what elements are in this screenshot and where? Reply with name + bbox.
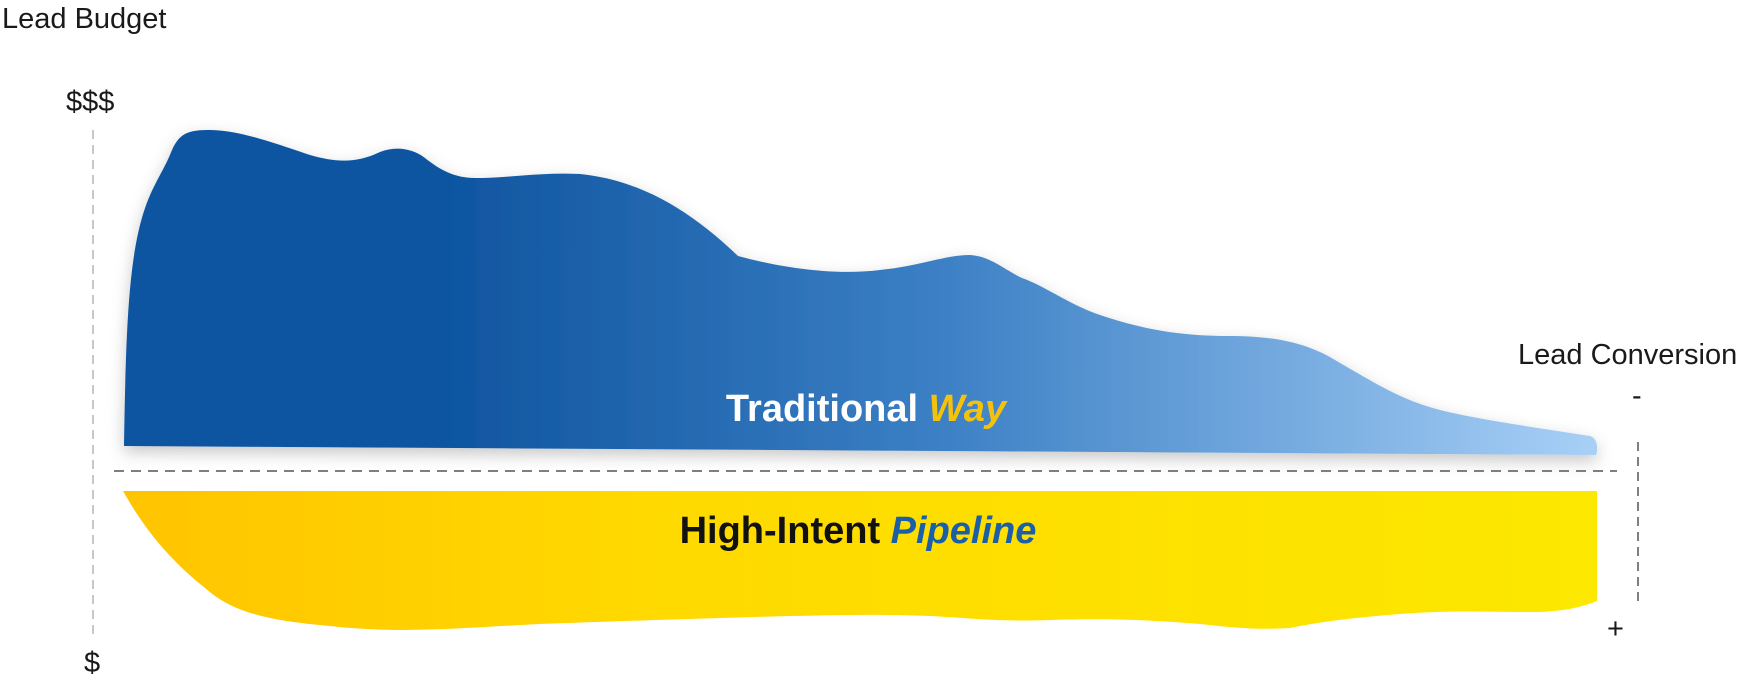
x-axis-title: Lead Conversion xyxy=(1518,339,1737,371)
x-axis-minus-label: - xyxy=(1632,380,1642,412)
high-intent-pipeline-label: High-Intent Pipeline xyxy=(680,510,1037,552)
way-word: Way xyxy=(929,388,1008,430)
high-intent-pipeline-area xyxy=(123,491,1597,630)
traditional-word: Traditional xyxy=(726,388,918,430)
traditional-way-area xyxy=(124,130,1598,455)
y-axis-top-label: $$$ xyxy=(66,86,114,118)
traditional-way-label: Traditional Way xyxy=(726,388,1008,430)
x-axis-plus-label: + xyxy=(1607,613,1624,645)
y-axis-bottom-label: $ xyxy=(84,647,100,679)
pipeline-word: Pipeline xyxy=(891,510,1037,552)
y-axis-title: Lead Budget xyxy=(2,3,166,35)
high-intent-word: High-Intent xyxy=(680,510,881,552)
